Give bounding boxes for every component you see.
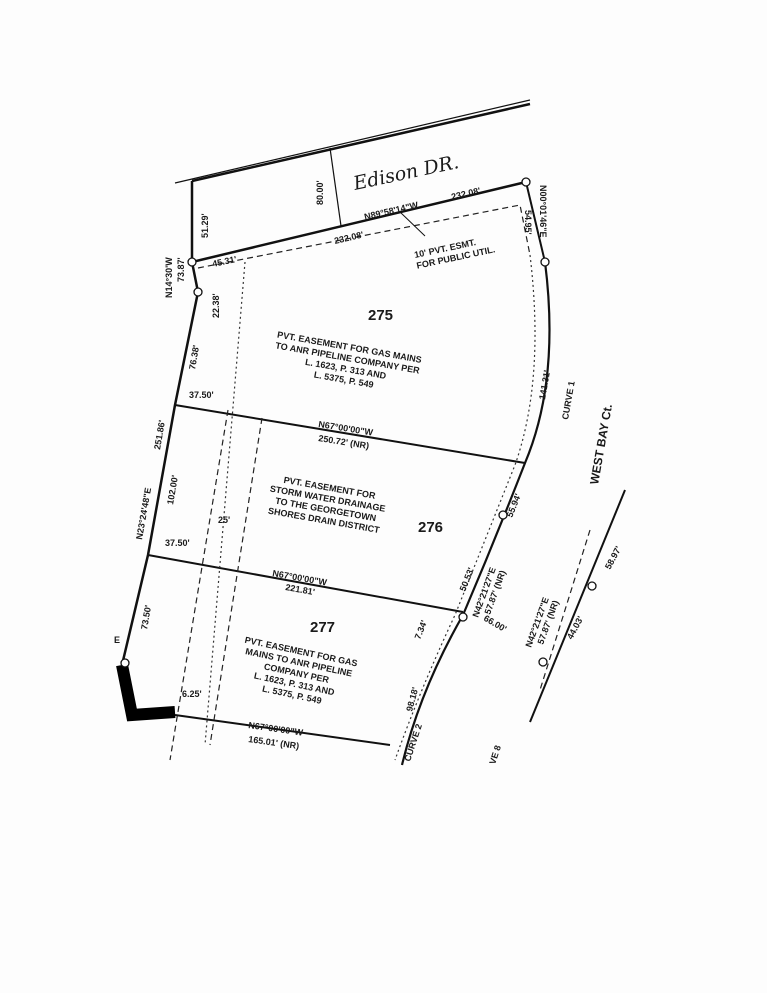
- dim-73: 73.87': [176, 257, 186, 282]
- dim-76: 76.38': [187, 344, 201, 370]
- dim-102: 102.00': [165, 474, 180, 505]
- dim-232-b: 232.08': [333, 230, 364, 246]
- dim-141: 141.31': [537, 369, 552, 400]
- dim-37-b: 37.50': [165, 538, 190, 548]
- lot-275: 275: [368, 307, 393, 324]
- dim-51: 51.29': [200, 213, 210, 238]
- bearing-west-top: N14°30'W: [164, 257, 174, 298]
- dim-66: 66.00': [482, 613, 508, 634]
- dim-22: 22.38': [211, 293, 221, 318]
- dim-37-a: 37.50': [189, 390, 214, 400]
- note-gas-easement-277: PVT. EASEMENT FOR GAS MAINS TO ANR PIPEL…: [244, 635, 359, 706]
- note-gas-easement-275: PVT. EASEMENT FOR GAS MAINS TO ANR PIPEL…: [275, 330, 423, 390]
- bearing-west: N23°24'48"E: [134, 487, 153, 540]
- dim-54: 54.95': [523, 210, 533, 235]
- curve-3-label: VE 8: [487, 744, 503, 766]
- curve-1-label: CURVE 1: [560, 380, 577, 420]
- dim-25: 25': [218, 515, 230, 525]
- dim-73-b: 73.50': [139, 604, 153, 630]
- dim-165: 165.01' (NR): [248, 734, 300, 751]
- dim-251: 251.86': [152, 419, 167, 450]
- lot-276: 276: [418, 519, 443, 536]
- street-label-edison: Edison DR.: [350, 151, 460, 195]
- lot-277: 277: [310, 619, 335, 636]
- corner-markers: [120, 177, 597, 668]
- dim-58: 58.97': [603, 544, 623, 570]
- lot-boundaries: [116, 180, 626, 766]
- mark-e: E: [114, 635, 120, 645]
- street-label-west-bay: WEST BAY Ct.: [587, 403, 615, 486]
- note-public-utility: 10' PVT. ESMT. FOR PUBLIC UTIL.: [413, 237, 496, 271]
- row-width-dimension: [329, 147, 342, 227]
- curve-2-label: CURVE 2: [402, 723, 424, 763]
- edison-road-line: [174, 99, 531, 184]
- note-storm-easement: PVT. EASEMENT FOR STORM WATER DRAINAGE T…: [267, 475, 386, 535]
- bearing-north: N89°58'14"W: [363, 200, 419, 222]
- dim-80: 80.00': [315, 180, 325, 205]
- bearing-east: N00°01'46"E: [538, 185, 548, 238]
- dim-6: 6.25': [182, 689, 202, 699]
- dim-7: 7.34': [413, 619, 430, 641]
- dim-232-a: 232.08': [450, 186, 481, 202]
- easement-lines: [169, 204, 591, 761]
